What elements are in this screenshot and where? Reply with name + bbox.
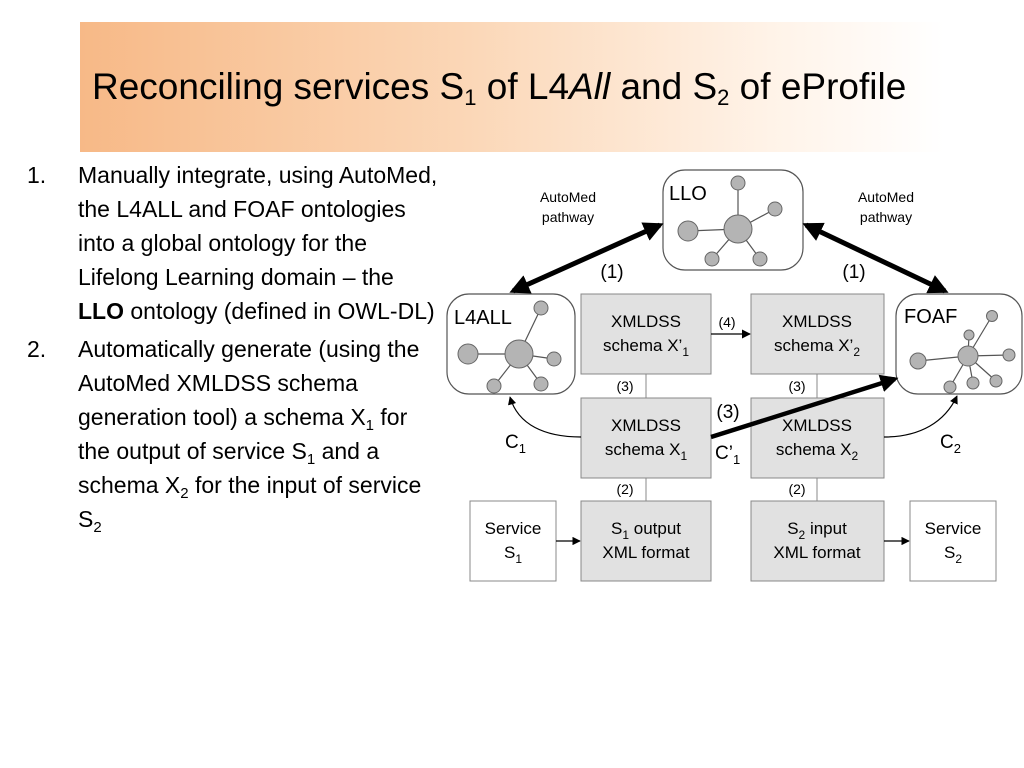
svg-text:schema X1: schema X1 bbox=[605, 440, 688, 463]
svg-text:S1 output: S1 output bbox=[611, 519, 681, 542]
pathway-left-label-1: AutoMed bbox=[540, 189, 596, 205]
s1-output-format: S1 output XML format bbox=[580, 500, 712, 582]
svg-text:XMLDSS: XMLDSS bbox=[611, 312, 681, 331]
svg-text:S1: S1 bbox=[504, 543, 522, 566]
cp1-label: C’1 bbox=[715, 443, 740, 467]
svg-text:schema X’1: schema X’1 bbox=[603, 336, 689, 359]
schema-xp1: XMLDSS schema X’1 bbox=[580, 293, 712, 375]
svg-text:Service: Service bbox=[925, 519, 982, 538]
s2-input-format: S2 input XML format bbox=[750, 500, 885, 582]
llo-label: LLO bbox=[669, 183, 707, 205]
pathway-right-label-1: AutoMed bbox=[858, 189, 914, 205]
slide-title: Reconciling services S1 of L4All and S2 … bbox=[92, 66, 907, 110]
cp1-arrow bbox=[710, 374, 899, 440]
l4all-label: L4ALL bbox=[454, 307, 512, 329]
pathway-right-label-2: pathway bbox=[860, 209, 912, 225]
schema-x2: XMLDSS schema X2 bbox=[750, 397, 885, 479]
svg-text:S2 input: S2 input bbox=[787, 519, 847, 542]
service-s1: Service S1 bbox=[469, 500, 557, 582]
step3-label-center: (3) bbox=[716, 402, 739, 423]
svg-text:XMLDSS: XMLDSS bbox=[611, 416, 681, 435]
c1-label: C1 bbox=[505, 432, 526, 456]
l4all-ontology: L4ALL bbox=[446, 293, 576, 395]
schema-x1: XMLDSS schema X1 bbox=[580, 397, 712, 479]
svg-text:schema X’2: schema X’2 bbox=[774, 336, 860, 359]
pathway-left-label-2: pathway bbox=[542, 209, 594, 225]
step2-label-left: (2) bbox=[616, 481, 633, 497]
step4-label: (4) bbox=[718, 314, 735, 330]
svg-text:S2: S2 bbox=[944, 543, 962, 566]
title-band bbox=[80, 22, 944, 152]
svg-text:Service: Service bbox=[485, 519, 542, 538]
service-s2: Service S2 bbox=[909, 500, 997, 582]
svg-text:schema X2: schema X2 bbox=[776, 440, 859, 463]
list-item: 1.Manually integrate, using AutoMed, the… bbox=[27, 162, 438, 324]
svg-text:XML format: XML format bbox=[602, 543, 690, 562]
foaf-label: FOAF bbox=[904, 306, 957, 328]
svg-text:XML format: XML format bbox=[773, 543, 861, 562]
pathway-arrow-right bbox=[802, 222, 949, 294]
c1-arrow bbox=[508, 396, 582, 438]
c2-label: C2 bbox=[940, 432, 961, 456]
step-list: 1.Manually integrate, using AutoMed, the… bbox=[0, 158, 445, 540]
llo-ontology: LLO bbox=[662, 169, 804, 271]
step3-label-right: (3) bbox=[788, 378, 805, 394]
svg-text:XMLDSS: XMLDSS bbox=[782, 312, 852, 331]
step1-label-left: (1) bbox=[600, 262, 623, 283]
svg-text:XMLDSS: XMLDSS bbox=[782, 416, 852, 435]
step1-label-right: (1) bbox=[842, 262, 865, 283]
c2-arrow bbox=[883, 395, 958, 438]
list-item: 2.Automatically generate (using the Auto… bbox=[27, 336, 422, 536]
step3-label-left: (3) bbox=[616, 378, 633, 394]
schema-xp2: XMLDSS schema X’2 bbox=[750, 293, 885, 375]
foaf-ontology: FOAF bbox=[895, 293, 1023, 395]
step2-label-right: (2) bbox=[788, 481, 805, 497]
pathway-arrow-left bbox=[509, 222, 664, 294]
